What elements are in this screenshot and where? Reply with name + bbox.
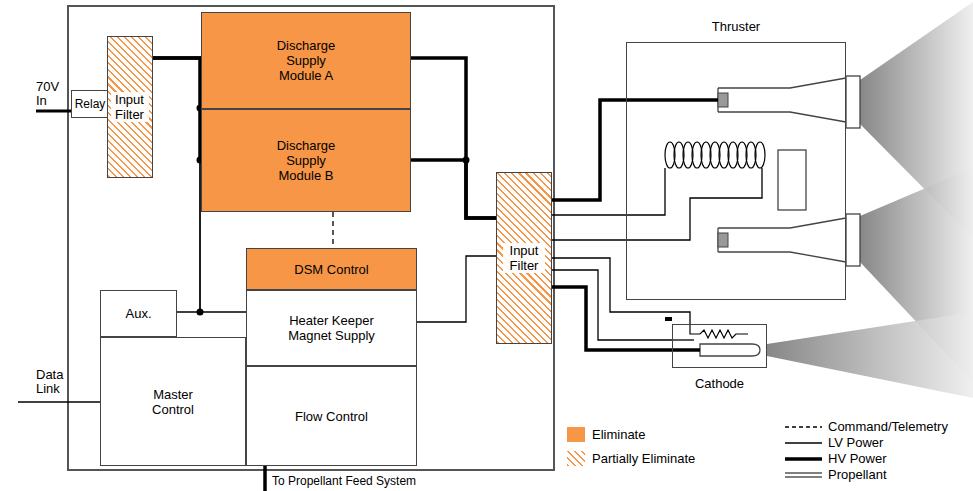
control-box: Master Control bbox=[100, 337, 246, 466]
legend-item: Propellant bbox=[828, 467, 887, 482]
hv-power-line bbox=[411, 160, 496, 218]
hv-power-line bbox=[153, 58, 202, 160]
anode-symbol bbox=[718, 233, 728, 247]
discharge-channel bbox=[718, 78, 846, 122]
input-filter-box: Input Filter bbox=[496, 172, 552, 344]
lv-power-line bbox=[552, 258, 690, 324]
node-text: Input Filter bbox=[503, 243, 545, 273]
node-text: Discharge Supply Module B bbox=[270, 138, 342, 183]
discharge-channel bbox=[718, 218, 846, 262]
cathode-plume bbox=[767, 312, 973, 398]
lv-power-line bbox=[552, 270, 672, 340]
node-text: Input Filter bbox=[111, 92, 149, 122]
node-heading: Thruster bbox=[712, 19, 760, 34]
lv-power-line bbox=[417, 256, 496, 322]
legend-swatch bbox=[567, 451, 585, 466]
legend-item: Partially Eliminate bbox=[567, 451, 695, 466]
node-text: Relay bbox=[75, 97, 106, 112]
cathode-housing: Cathode bbox=[672, 324, 767, 368]
legend-line-sample bbox=[785, 477, 822, 478]
data-link-line bbox=[18, 401, 100, 402]
heater-resistor-symbol bbox=[690, 324, 748, 338]
legend-text: LV Power bbox=[828, 435, 883, 450]
legend-text: Partially Eliminate bbox=[592, 451, 695, 466]
discharge-module-box: Discharge Supply Module A bbox=[201, 12, 411, 109]
cathode-marker bbox=[665, 317, 672, 321]
hv-power-line bbox=[552, 287, 672, 350]
coil-wire bbox=[626, 168, 762, 240]
thruster-exit-ring bbox=[846, 76, 860, 128]
hv-power-line bbox=[552, 100, 626, 200]
node-text: Discharge Supply Module A bbox=[270, 38, 342, 83]
discharge-module-box: Discharge Supply Module B bbox=[201, 109, 411, 212]
legend-line-sample bbox=[785, 426, 822, 427]
relay-box: Relay bbox=[71, 90, 110, 118]
cathode-wire bbox=[672, 348, 700, 352]
control-box: Flow Control bbox=[246, 366, 417, 466]
thruster-exit-ring bbox=[846, 214, 860, 266]
anode-symbol bbox=[718, 93, 728, 107]
node-text: Flow Control bbox=[295, 409, 368, 424]
propellant-feed-line bbox=[263, 466, 267, 491]
legend-item: Command/Telemetry bbox=[828, 419, 948, 434]
lv-power-line bbox=[552, 214, 626, 215]
node-text: Aux. bbox=[125, 306, 151, 321]
legend-text: HV Power bbox=[828, 451, 887, 466]
thruster-housing: Thruster bbox=[626, 42, 846, 300]
node-text: Heater Keeper Magnet Supply bbox=[284, 313, 379, 343]
node-heading: Cathode bbox=[695, 376, 744, 391]
cathode-tube bbox=[700, 344, 760, 356]
coil-turn bbox=[755, 142, 765, 168]
legend-line-sample bbox=[785, 442, 822, 443]
legend-line-sample bbox=[785, 457, 822, 461]
keeper-wire bbox=[672, 339, 694, 340]
control-box: DSM Control bbox=[246, 248, 417, 290]
power-input-line bbox=[36, 110, 71, 113]
input-filter-box: Input Filter bbox=[107, 36, 153, 178]
supply-input-label: 70V In bbox=[36, 80, 64, 108]
propellant-feed-label: To Propellant Feed System bbox=[272, 474, 416, 488]
coil-wire bbox=[626, 168, 665, 215]
legend-item: HV Power bbox=[828, 451, 887, 466]
legend-item: LV Power bbox=[828, 435, 883, 450]
lv-power-line bbox=[552, 239, 626, 240]
ppu-housing bbox=[68, 6, 554, 470]
command-line bbox=[332, 212, 333, 248]
legend-text: Command/Telemetry bbox=[828, 419, 948, 434]
hv-power-line bbox=[411, 58, 496, 218]
legend-line-sample bbox=[785, 473, 822, 474]
node-text: DSM Control bbox=[294, 262, 368, 277]
data-link-label: Data Link bbox=[36, 368, 70, 396]
aux-box: Aux. bbox=[100, 290, 177, 337]
magnet-coil bbox=[665, 142, 765, 168]
legend-item: Eliminate bbox=[567, 427, 645, 442]
node-text: Master Control bbox=[143, 387, 203, 417]
legend-swatch bbox=[567, 427, 585, 442]
supply-box: Heater Keeper Magnet Supply bbox=[246, 290, 417, 366]
legend-text: Eliminate bbox=[592, 427, 645, 442]
anode-wire bbox=[626, 98, 718, 102]
lv-power-line bbox=[153, 58, 201, 312]
center-pole bbox=[778, 150, 806, 210]
legend-text: Propellant bbox=[828, 467, 887, 482]
